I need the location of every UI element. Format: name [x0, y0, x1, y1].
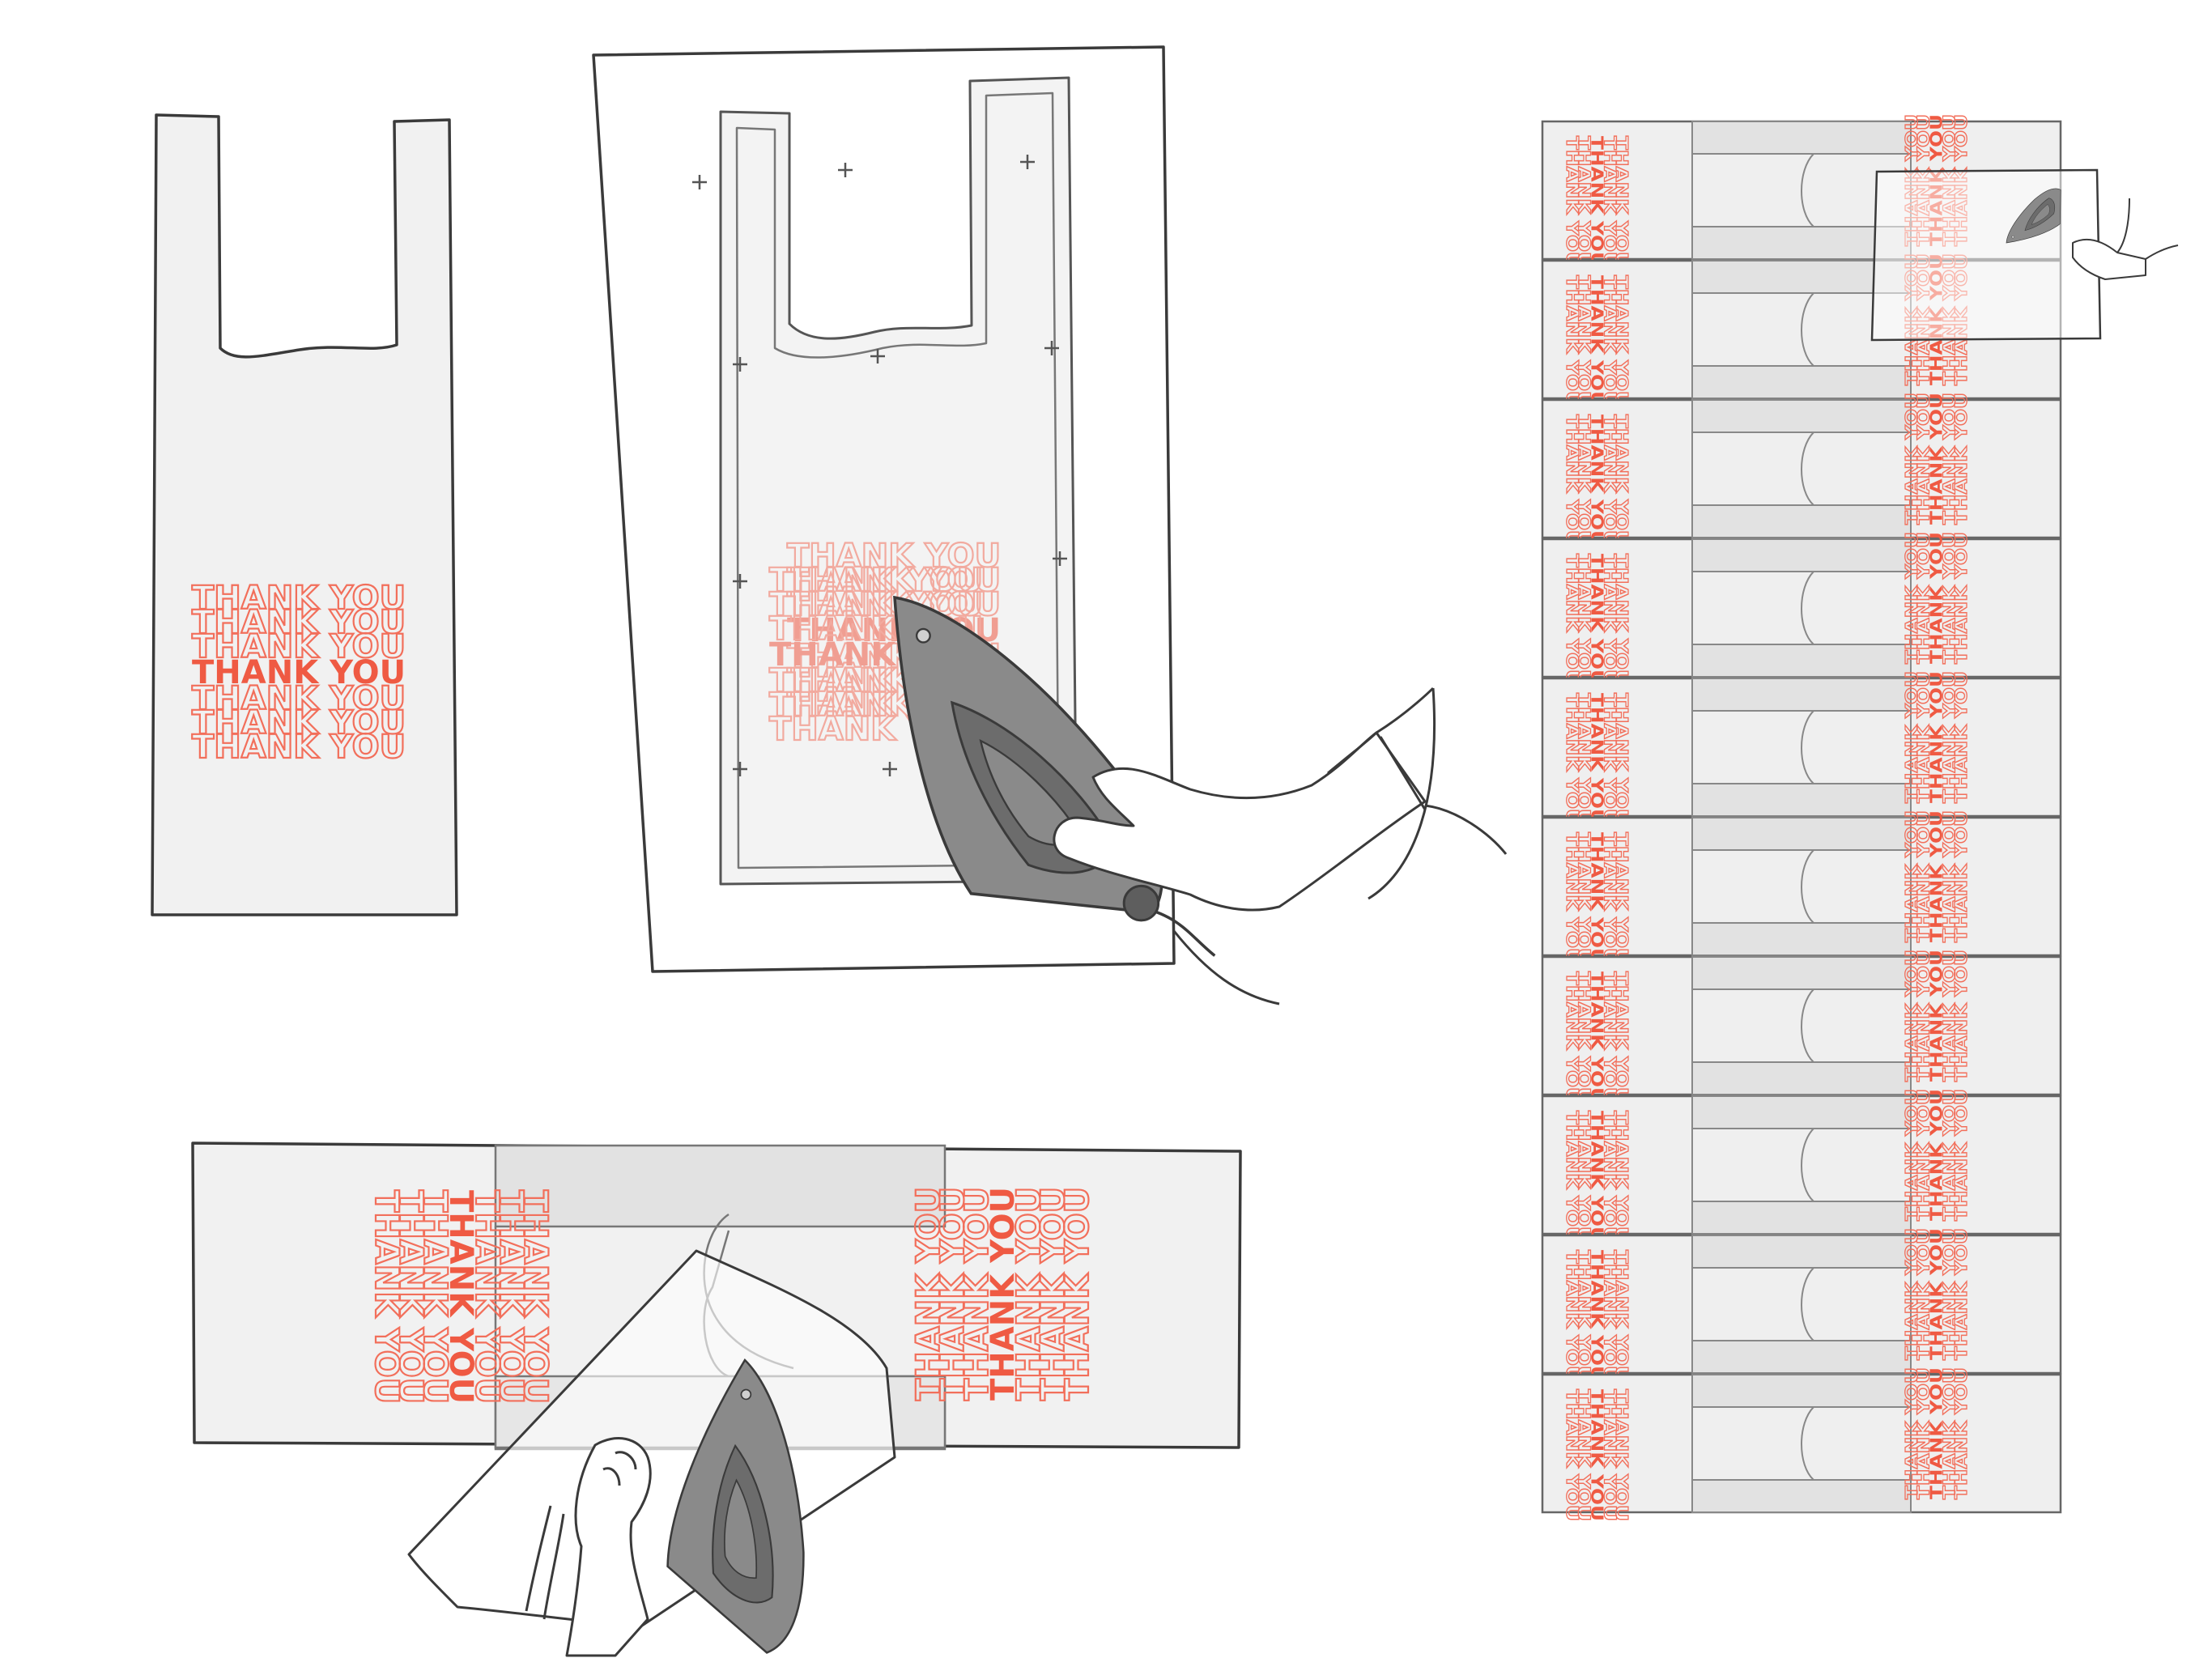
- panel-fusing-bags: [191, 1141, 1242, 1658]
- plastic-bag-icon: [151, 113, 458, 916]
- strip-bag: [1541, 1367, 2062, 1522]
- svg-text:THANK YOU: THANK YOU: [192, 704, 406, 742]
- iron-in-strip: [1870, 168, 2179, 342]
- panel-ironing-bag: [592, 45, 1508, 1005]
- strip-bag: [1541, 1227, 2062, 1383]
- hand-icon: [2072, 198, 2179, 280]
- strip-bag: [1541, 810, 2062, 965]
- hand-icon: [1053, 687, 1508, 912]
- svg-text:THANK YOU: THANK YOU: [192, 628, 406, 665]
- svg-text:THANK YOU: THANK YOU: [192, 729, 406, 766]
- thank-you-print: THANK YOU THANK YOU THANK YOU THANK YOU …: [191, 579, 406, 767]
- svg-text:THANK YOU: THANK YOU: [192, 680, 406, 717]
- panel-flat-bag: THANK YOU THANK YOU THANK YOU THANK YOU …: [151, 113, 458, 916]
- svg-text:THANK YOU: THANK YOU: [192, 604, 406, 641]
- strip-bag: [1541, 670, 2062, 826]
- strip-bag: [1541, 949, 2062, 1104]
- hand-icon: [565, 1437, 652, 1657]
- svg-text:THANK YOU: THANK YOU: [192, 654, 406, 691]
- strip-bag: [1541, 392, 2062, 547]
- svg-text:THANK YOU: THANK YOU: [192, 580, 406, 617]
- strip-bag: [1541, 531, 2062, 687]
- strip-bag: [1541, 1088, 2062, 1244]
- iron-icon: [893, 596, 1216, 957]
- alignment-marks: [692, 155, 1067, 776]
